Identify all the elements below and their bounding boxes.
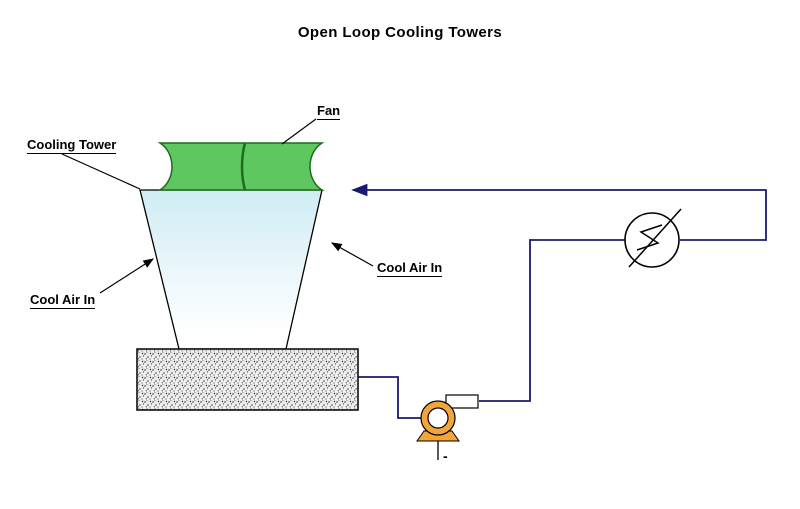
cool-air-in-right-arrow — [330, 242, 374, 267]
fan-pointer-line — [281, 118, 317, 145]
diagram-title: Open Loop Cooling Towers — [297, 24, 503, 41]
cool-air-in-left-arrow — [99, 258, 155, 294]
cooling-tower-body — [139, 189, 323, 350]
cool-air-in-left-label: Cool Air In — [30, 292, 96, 309]
pipe-basin-to-pump — [358, 376, 421, 419]
cooling-tower-pointer-line — [61, 153, 141, 190]
pipe-exchanger-to-pump — [479, 239, 625, 402]
cooling-tower-label: Cooling Tower — [27, 137, 117, 154]
fan-blade-line — [240, 142, 247, 191]
fan-label: Fan — [317, 103, 341, 120]
pipe-return-to-tower — [351, 183, 767, 241]
pump-discharge-nozzle — [445, 394, 479, 409]
pump-drain-label: - — [443, 448, 448, 464]
water-basin — [136, 348, 359, 411]
heat-exchanger-zigzag — [636, 224, 663, 251]
pump-inner-circle — [427, 407, 449, 429]
cool-air-in-right-label: Cool Air In — [377, 260, 443, 277]
heat-exchanger-diagonal — [628, 208, 682, 268]
